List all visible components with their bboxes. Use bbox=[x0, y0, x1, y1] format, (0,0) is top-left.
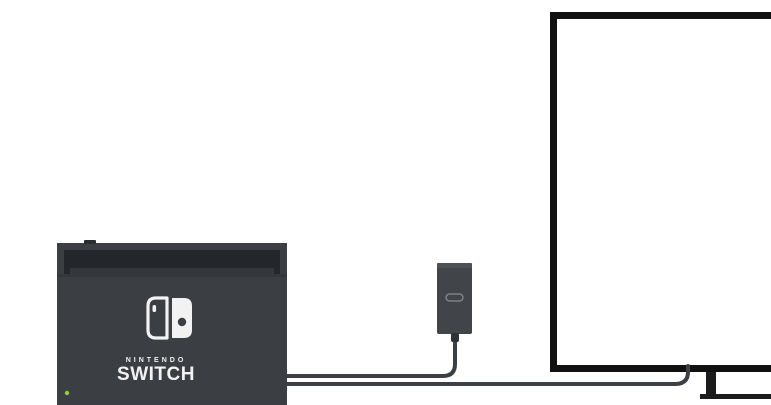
dock-brand-wordmark: NINTENDO SWITCH bbox=[96, 357, 216, 385]
tv-screen bbox=[557, 19, 771, 365]
dock-status-led bbox=[65, 391, 69, 395]
tv-stand bbox=[706, 372, 716, 396]
dock-front-shade bbox=[57, 274, 287, 277]
ac-adapter-top bbox=[437, 263, 472, 268]
dock-top-button bbox=[84, 240, 96, 244]
ac-adapter-body bbox=[437, 263, 472, 334]
ac-adapter bbox=[437, 263, 472, 342]
tv bbox=[550, 12, 771, 399]
dock-slot-lip bbox=[70, 268, 274, 274]
power-cable bbox=[287, 333, 455, 376]
tv-stand-base bbox=[700, 394, 771, 399]
brand-switch-text: SWITCH bbox=[96, 365, 216, 385]
ac-adapter-cable-collar bbox=[451, 333, 459, 342]
